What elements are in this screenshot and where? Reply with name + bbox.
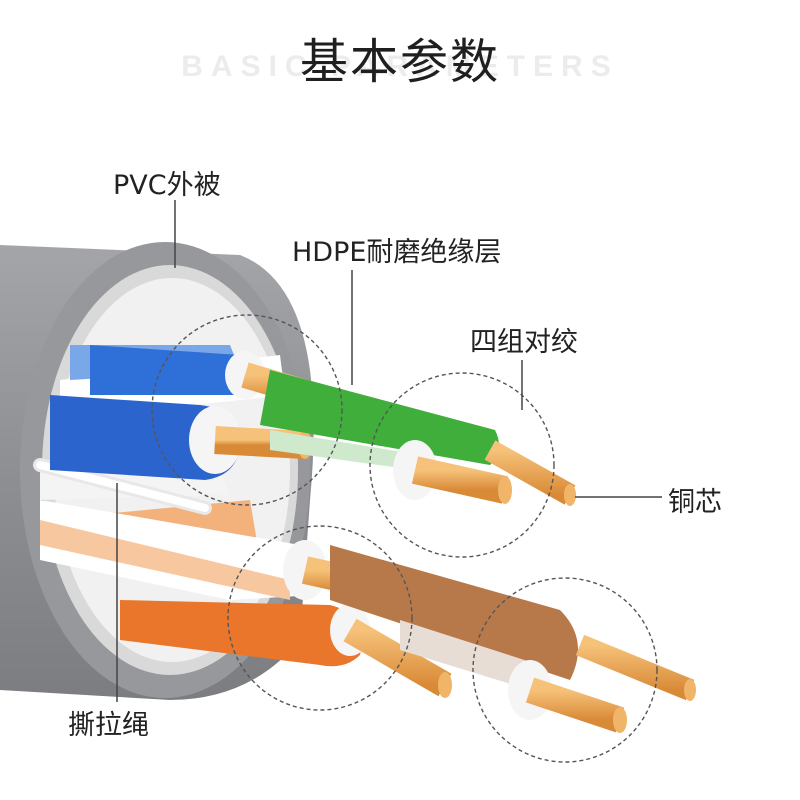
label-four-pairs: 四组对绞 — [470, 320, 578, 359]
label-copper-core: 铜芯 — [668, 480, 722, 519]
label-hdpe-insulation: HDPE耐磨绝缘层 — [292, 230, 501, 269]
page-title: 基本参数 — [0, 22, 800, 92]
label-rip-cord: 撕拉绳 — [68, 703, 149, 742]
label-pvc-jacket: PVC外被 — [113, 163, 221, 202]
